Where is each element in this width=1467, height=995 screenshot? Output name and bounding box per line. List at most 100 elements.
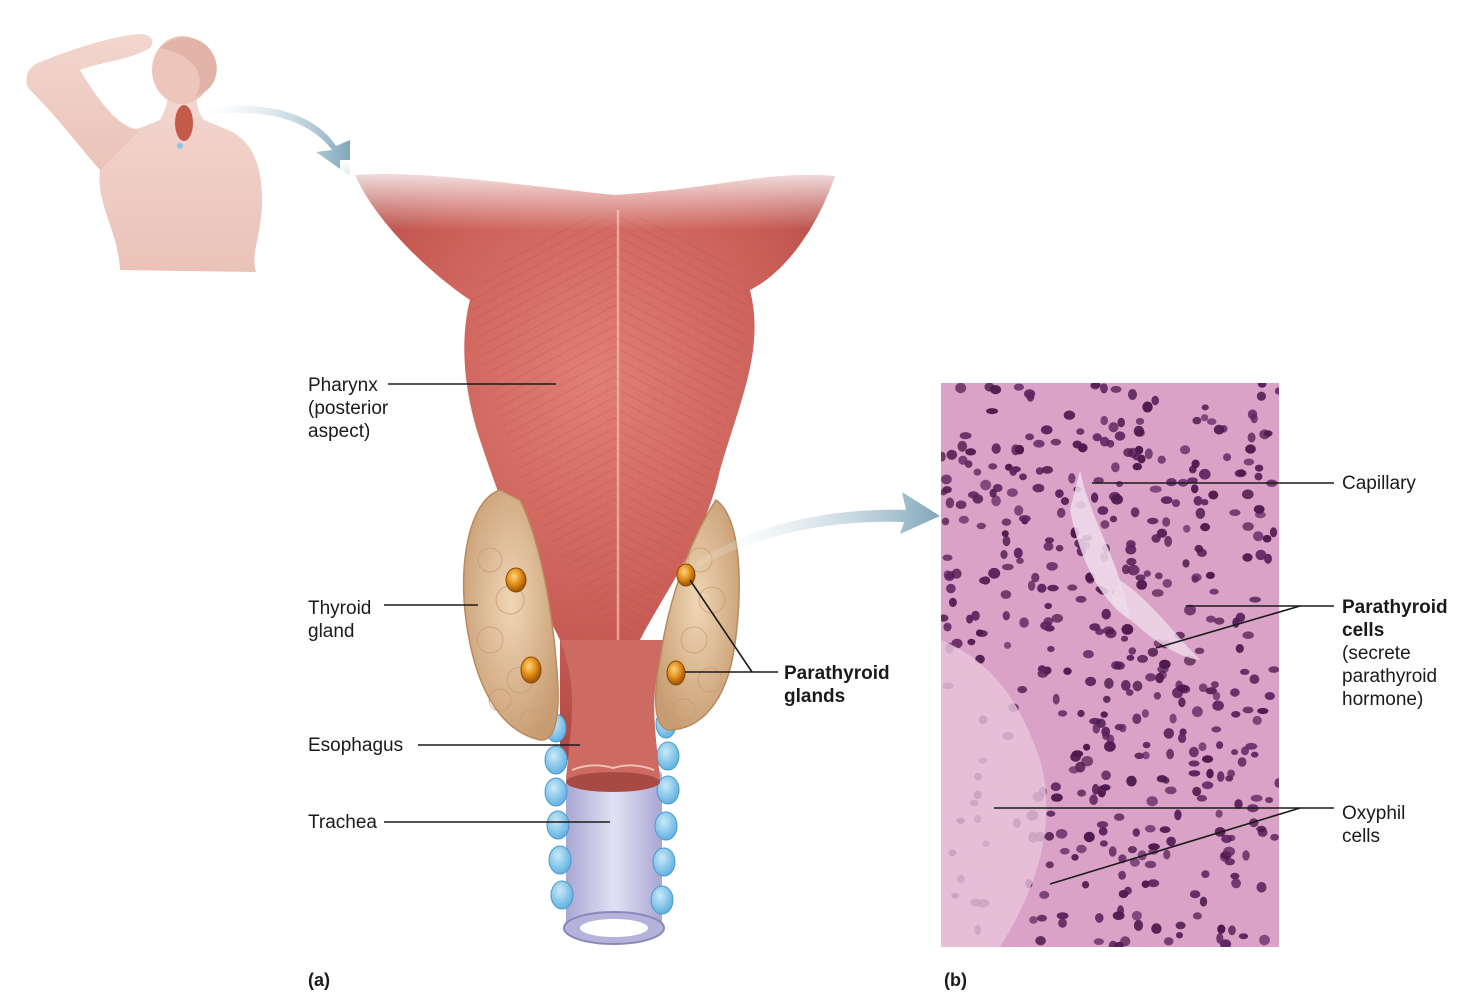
cell-nucleus	[1257, 392, 1266, 401]
cell-nucleus	[1031, 573, 1039, 583]
cell-nucleus	[1230, 873, 1239, 880]
cell-nucleus	[1093, 723, 1100, 733]
cell-nucleus	[1145, 825, 1156, 832]
cell-nucleus	[1201, 870, 1209, 878]
cell-nucleus	[1250, 674, 1260, 684]
cell-nucleus	[1270, 527, 1277, 537]
cell-nucleus	[1014, 548, 1023, 559]
cell-nucleus	[1239, 933, 1248, 939]
cell-nucleus	[1081, 756, 1093, 766]
esophagus-label: Esophagus	[308, 734, 403, 757]
cell-nucleus	[1242, 553, 1252, 561]
cell-nucleus	[1057, 912, 1069, 919]
cell-nucleus	[1002, 518, 1012, 525]
cell-nucleus	[1123, 448, 1133, 457]
cell-nucleus	[1089, 794, 1098, 805]
pharynx-label-line2: (posterior	[308, 397, 388, 420]
cell-nucleus	[1111, 386, 1122, 393]
cell-nucleus	[1189, 466, 1197, 474]
cell-nucleus	[1017, 686, 1027, 693]
cell-nucleus	[1238, 469, 1245, 476]
cell-nucleus	[1143, 742, 1151, 749]
cell-nucleus	[1206, 572, 1215, 579]
cell-nucleus	[1144, 570, 1151, 577]
cell-nucleus	[1195, 545, 1204, 553]
cell-nucleus	[1165, 787, 1177, 795]
cell-nucleus	[1058, 710, 1067, 716]
cell-nucleus	[1003, 611, 1010, 620]
cell-nucleus	[1051, 782, 1061, 791]
cell-nucleus	[1128, 846, 1137, 853]
cell-nucleus	[1128, 565, 1140, 576]
cell-nucleus	[1135, 574, 1145, 580]
cell-nucleus	[1213, 692, 1220, 701]
cell-nucleus	[1180, 445, 1190, 454]
cell-nucleus	[1100, 383, 1108, 393]
cell-nucleus	[1258, 380, 1267, 388]
cell-nucleus	[1274, 778, 1283, 788]
cell-nucleus	[966, 615, 973, 624]
cell-nucleus	[1160, 826, 1171, 833]
cell-nucleus	[1254, 505, 1265, 514]
cell-nucleus	[1133, 453, 1142, 460]
cell-nucleus	[1190, 890, 1201, 898]
cell-nucleus	[1103, 696, 1111, 703]
cell-nucleus	[1172, 499, 1180, 507]
cell-nucleus	[1047, 646, 1055, 652]
cell-nucleus	[1132, 714, 1141, 725]
cell-nucleus	[1016, 558, 1024, 564]
cell-nucleus	[1044, 542, 1054, 551]
cell-nucleus	[1163, 850, 1170, 860]
cell-nucleus	[1078, 443, 1088, 452]
cell-nucleus	[1044, 603, 1052, 609]
cell-nucleus	[949, 598, 957, 607]
cell-nucleus	[1264, 554, 1272, 564]
orientation-thumbnail	[26, 34, 262, 272]
oxyphil-cells-label-line2: cells	[1342, 825, 1405, 848]
cell-nucleus	[1064, 411, 1075, 420]
cell-nucleus	[1083, 744, 1090, 751]
cell-nucleus	[955, 383, 966, 393]
cell-nucleus	[943, 555, 953, 561]
cell-nucleus	[1077, 790, 1086, 797]
parathyroid-glands-label: Parathyroid glands	[784, 662, 890, 708]
cell-nucleus	[1238, 757, 1247, 767]
cell-nucleus	[1199, 469, 1211, 480]
cell-nucleus	[1227, 770, 1235, 778]
cell-nucleus	[1163, 579, 1173, 588]
cell-nucleus	[1121, 680, 1131, 691]
cell-nucleus	[1157, 529, 1167, 538]
cell-nucleus	[1126, 558, 1136, 566]
cell-nucleus	[1051, 793, 1063, 801]
cell-nucleus	[1055, 489, 1064, 498]
cell-nucleus	[1118, 871, 1126, 880]
cell-nucleus	[1202, 781, 1213, 789]
cell-nucleus	[992, 443, 1001, 454]
cell-nucleus	[958, 456, 967, 465]
cell-nucleus	[1127, 655, 1135, 661]
cell-nucleus	[1196, 508, 1206, 519]
cell-nucleus	[1202, 404, 1209, 410]
cell-nucleus	[1151, 923, 1161, 934]
cell-nucleus	[1248, 409, 1257, 419]
cell-nucleus	[1077, 710, 1084, 717]
cell-nucleus	[1257, 708, 1268, 714]
cell-nucleus	[1228, 835, 1235, 841]
trachea-label: Trachea	[308, 811, 377, 834]
cell-nucleus	[1265, 797, 1273, 803]
cell-nucleus	[1041, 425, 1053, 434]
cell-nucleus	[1174, 810, 1181, 821]
cell-nucleus	[1211, 726, 1221, 732]
cell-nucleus	[1265, 692, 1275, 700]
cell-nucleus	[958, 441, 968, 452]
cell-nucleus	[1201, 499, 1208, 505]
cell-nucleus	[1057, 508, 1065, 518]
cell-nucleus	[941, 475, 952, 485]
cell-nucleus	[1084, 832, 1095, 842]
cell-nucleus	[1176, 922, 1186, 930]
cell-nucleus	[1243, 707, 1254, 714]
cell-nucleus	[1044, 617, 1054, 625]
cell-nucleus	[1039, 891, 1049, 899]
cell-nucleus	[1242, 522, 1253, 531]
cell-nucleus	[1094, 938, 1104, 945]
